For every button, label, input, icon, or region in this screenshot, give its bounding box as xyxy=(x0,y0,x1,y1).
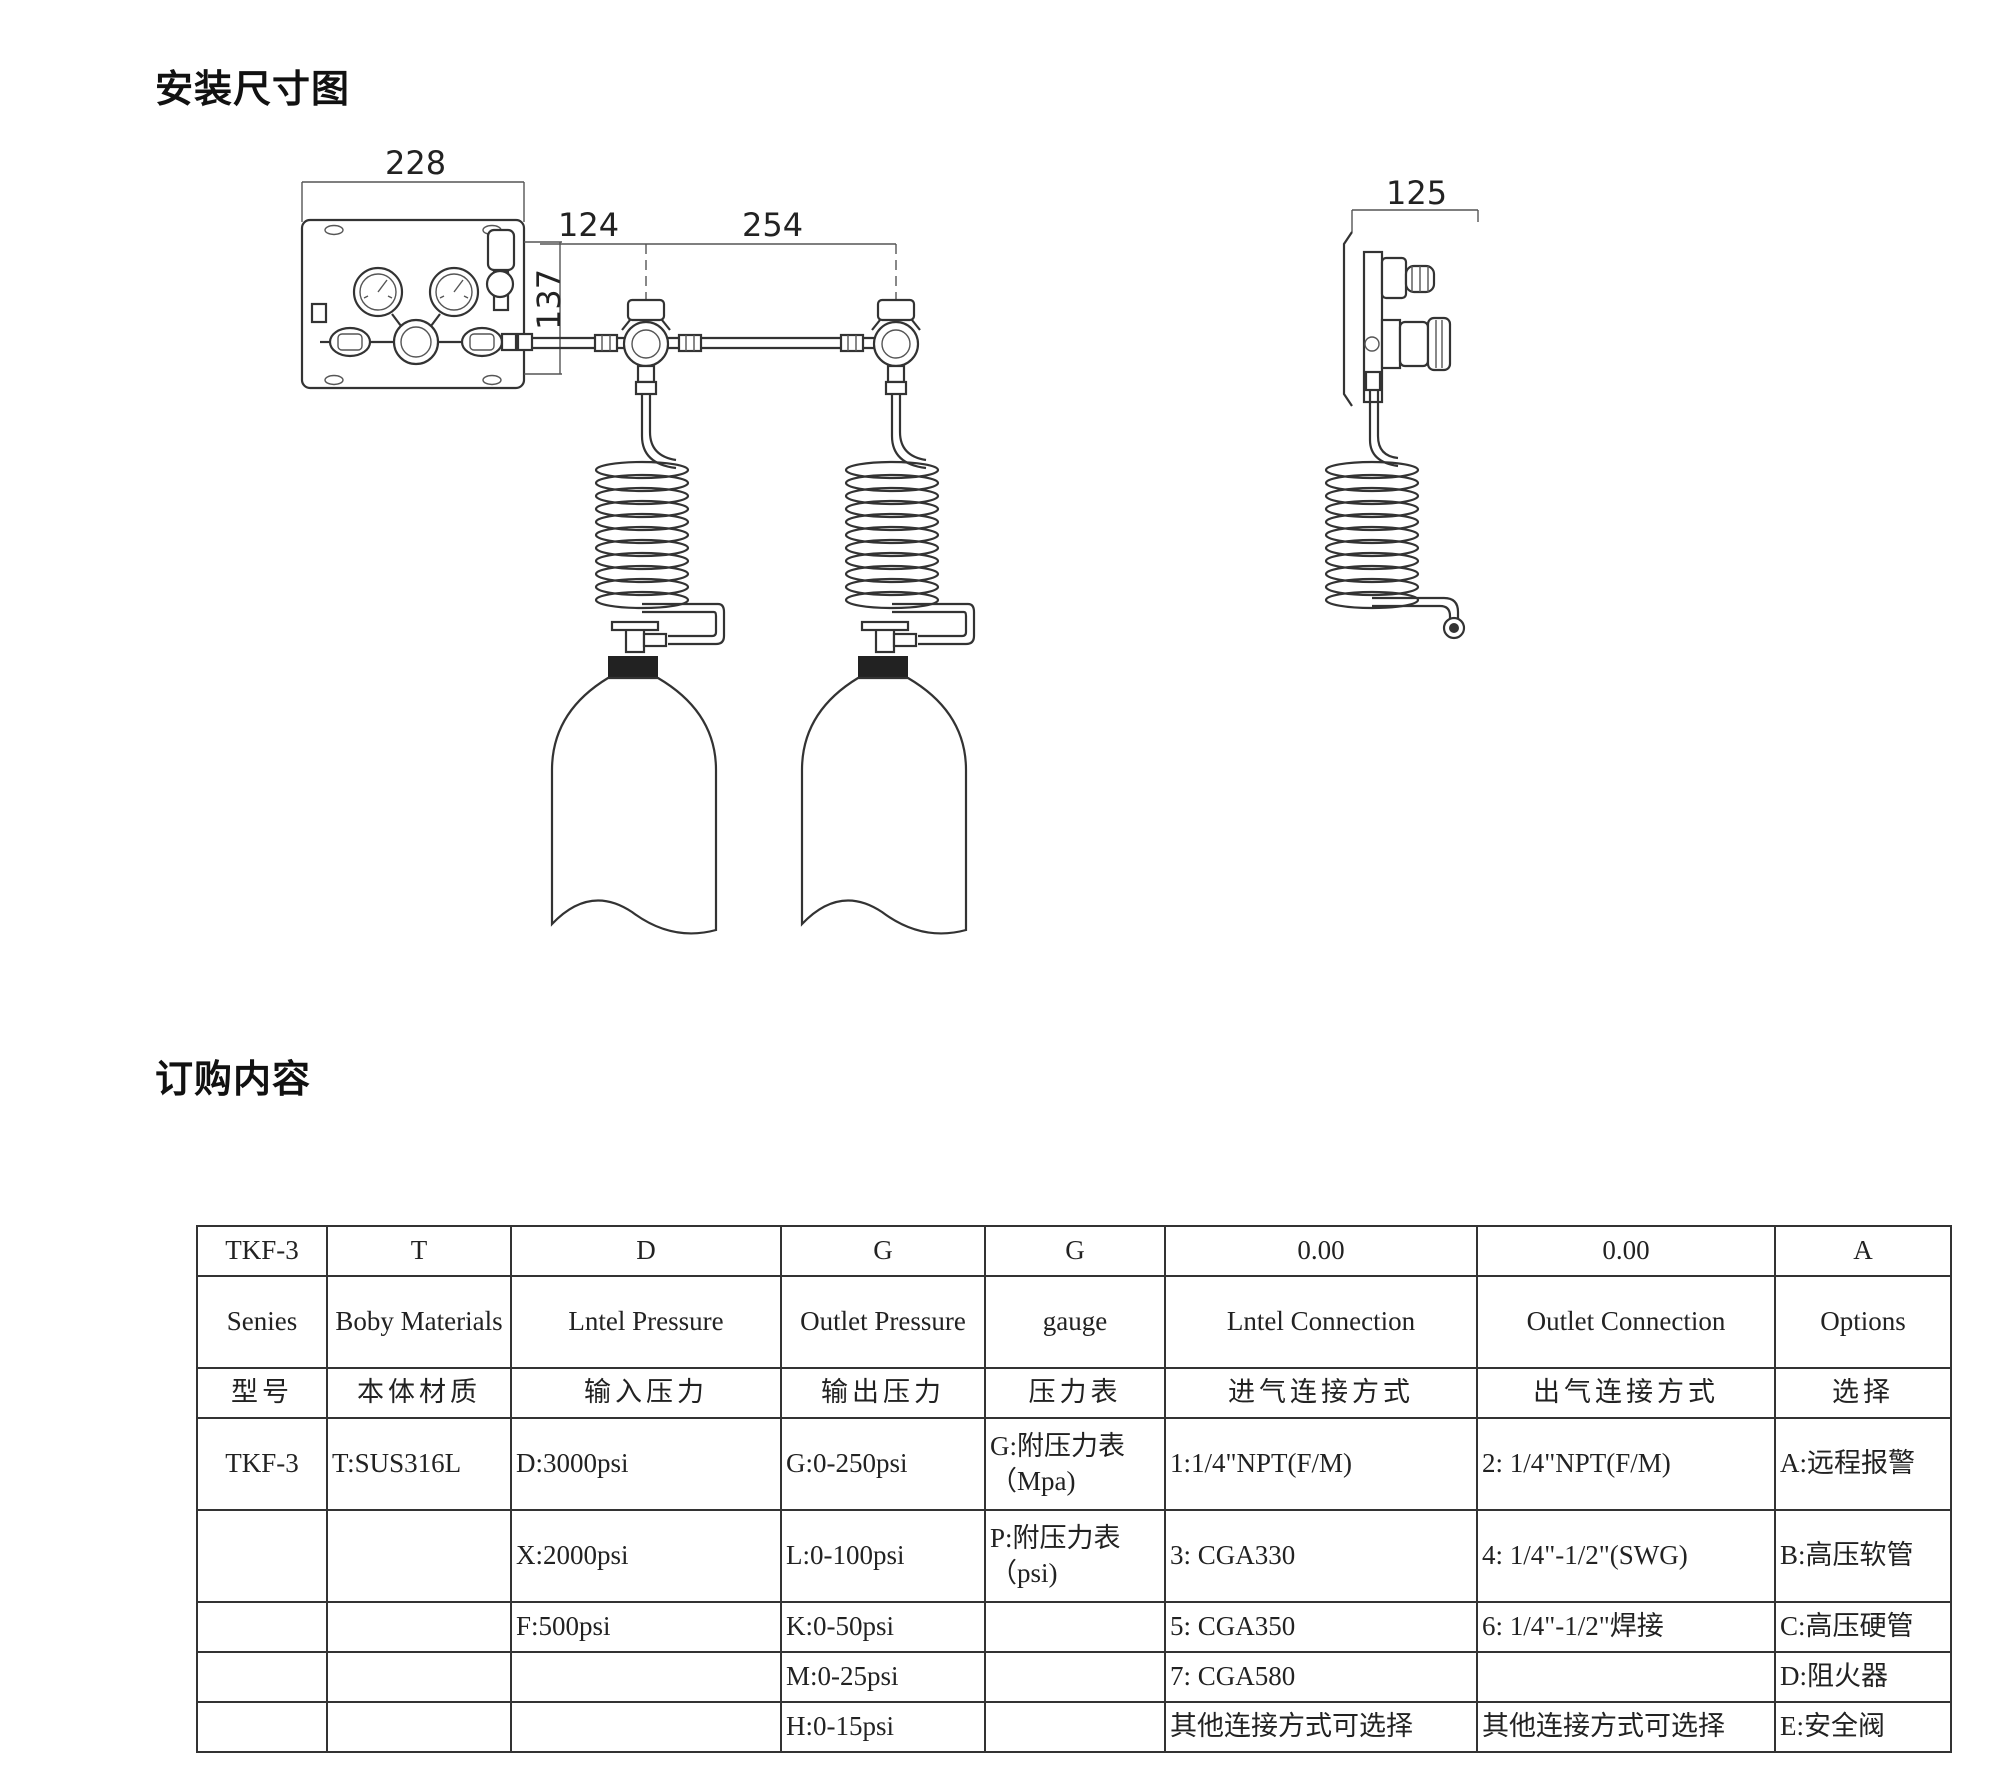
table-row: M:0-25psi 7: CGA580 D:阻火器 xyxy=(196,1651,1952,1703)
table-row: H:0-15psi 其他连接方式可选择 其他连接方式可选择 E:安全阀 xyxy=(196,1701,1952,1753)
dim-137-label: 137 xyxy=(530,269,568,330)
header-cn-inlet-connection: 进气连接方式 xyxy=(1164,1367,1478,1419)
table-cell: K:0-50psi xyxy=(780,1601,986,1653)
table-cell: 3: CGA330 xyxy=(1164,1509,1478,1603)
table-cell xyxy=(196,1651,328,1703)
pigtail-coil-2 xyxy=(844,394,976,646)
table-cell: E:安全阀 xyxy=(1774,1701,1952,1753)
table-cell xyxy=(196,1601,328,1653)
dim-228-label: 228 xyxy=(385,144,446,182)
table-cell: D:3000psi xyxy=(510,1417,782,1511)
header-pipe xyxy=(532,333,874,353)
table-row-codes: TKF-3 T D G G 0.00 0.00 A xyxy=(196,1225,1952,1277)
table-cell: F:500psi xyxy=(510,1601,782,1653)
install-dimensions-heading: 安装尺寸图 xyxy=(155,67,351,111)
table-cell: G:0-250psi xyxy=(780,1417,986,1511)
cylinder-valve-1-icon xyxy=(620,298,672,396)
table-cell: L:0-100psi xyxy=(780,1509,986,1603)
code-options: A xyxy=(1774,1225,1952,1277)
dimension-228: 228 xyxy=(301,144,525,222)
header-en-gauge: gauge xyxy=(984,1275,1166,1369)
table-cell: D:阻火器 xyxy=(1774,1651,1952,1703)
cylinder-valve-2-icon xyxy=(870,298,922,396)
table-cell: M:0-25psi xyxy=(780,1651,986,1703)
code-outlet-pressure: G xyxy=(780,1225,986,1277)
table-row: F:500psi K:0-50psi 5: CGA350 6: 1/4"-1/2… xyxy=(196,1601,1952,1653)
header-cn-options: 选择 xyxy=(1774,1367,1952,1419)
table-cell xyxy=(326,1651,512,1703)
side-view: 125 xyxy=(1324,174,1479,640)
code-gauge: G xyxy=(984,1225,1166,1277)
code-body: T xyxy=(326,1225,512,1277)
table-cell: 6: 1/4"-1/2"焊接 xyxy=(1476,1601,1776,1653)
header-en-body: Boby Materials xyxy=(326,1275,512,1369)
gas-cylinder-1 xyxy=(550,620,718,935)
order-code-table: TKF-3 T D G G 0.00 0.00 A Senies Boby Ma… xyxy=(196,1225,1952,1753)
dimension-124-254: 124 254 xyxy=(540,206,897,306)
table-cell xyxy=(196,1509,328,1603)
table-cell: X:2000psi xyxy=(510,1509,782,1603)
table-cell xyxy=(196,1701,328,1753)
table-row: TKF-3 T:SUS316L D:3000psi G:0-250psi G:附… xyxy=(196,1417,1952,1511)
table-cell xyxy=(510,1651,782,1703)
table-cell xyxy=(1476,1651,1776,1703)
table-cell: 4: 1/4"-1/2"(SWG) xyxy=(1476,1509,1776,1603)
table-cell: 其他连接方式可选择 xyxy=(1476,1701,1776,1753)
table-cell: 5: CGA350 xyxy=(1164,1601,1478,1653)
header-cn-outlet-connection: 出气连接方式 xyxy=(1476,1367,1776,1419)
dim-125-label: 125 xyxy=(1386,174,1447,212)
table-cell: B:高压软管 xyxy=(1774,1509,1952,1603)
header-en-outlet-connection: Outlet Connection xyxy=(1476,1275,1776,1369)
table-cell: 2: 1/4"NPT(F/M) xyxy=(1476,1417,1776,1511)
table-cell: TKF-3 xyxy=(196,1417,328,1511)
table-cell xyxy=(984,1651,1166,1703)
table-cell xyxy=(326,1701,512,1753)
code-inlet-pressure: D xyxy=(510,1225,782,1277)
table-cell: 7: CGA580 xyxy=(1164,1651,1478,1703)
header-en-series: Senies xyxy=(196,1275,328,1369)
table-row-english-headers: Senies Boby Materials Lntel Pressure Out… xyxy=(196,1275,1952,1369)
code-series: TKF-3 xyxy=(196,1225,328,1277)
table-cell: C:高压硬管 xyxy=(1774,1601,1952,1653)
dim-254-label: 254 xyxy=(742,206,803,244)
header-en-options: Options xyxy=(1774,1275,1952,1369)
header-cn-inlet-pressure: 输入压力 xyxy=(510,1367,782,1419)
header-cn-gauge: 压力表 xyxy=(984,1367,1166,1419)
regulator-panel xyxy=(300,218,534,390)
header-en-inlet-connection: Lntel Connection xyxy=(1164,1275,1478,1369)
header-cn-series: 型号 xyxy=(196,1367,328,1419)
gas-cylinder-2 xyxy=(800,620,968,935)
header-en-inlet-pressure: Lntel Pressure xyxy=(510,1275,782,1369)
header-en-outlet-pressure: Outlet Pressure xyxy=(780,1275,986,1369)
header-cn-outlet-pressure: 输出压力 xyxy=(780,1367,986,1419)
table-cell: 其他连接方式可选择 xyxy=(1164,1701,1478,1753)
table-row: X:2000psi L:0-100psi P:附压力表（psi) 3: CGA3… xyxy=(196,1509,1952,1603)
table-cell: H:0-15psi xyxy=(780,1701,986,1753)
table-cell xyxy=(326,1601,512,1653)
code-outlet-connection: 0.00 xyxy=(1476,1225,1776,1277)
table-cell: T:SUS316L xyxy=(326,1417,512,1511)
inlet-gauge-icon xyxy=(352,266,404,318)
pigtail-coil-1 xyxy=(594,394,726,646)
table-cell: 1:1/4"NPT(F/M) xyxy=(1164,1417,1478,1511)
table-row-chinese-headers: 型号 本体材质 输入压力 输出压力 压力表 进气连接方式 出气连接方式 选择 xyxy=(196,1367,1952,1419)
table-cell: P:附压力表（psi) xyxy=(984,1509,1166,1603)
dim-124-label: 124 xyxy=(558,206,619,244)
code-inlet-connection: 0.00 xyxy=(1164,1225,1478,1277)
outlet-gauge-icon xyxy=(428,266,480,318)
dimension-137: 137 xyxy=(524,241,568,375)
header-cn-body: 本体材质 xyxy=(326,1367,512,1419)
table-cell xyxy=(510,1701,782,1753)
table-cell xyxy=(984,1701,1166,1753)
table-cell: A:远程报警 xyxy=(1774,1417,1952,1511)
table-cell xyxy=(984,1601,1166,1653)
table-cell xyxy=(326,1509,512,1603)
table-cell: G:附压力表（Mpa) xyxy=(984,1417,1166,1511)
order-info-heading: 订购内容 xyxy=(155,1057,312,1101)
installation-drawing: 228 137 124 254 xyxy=(300,144,1479,935)
